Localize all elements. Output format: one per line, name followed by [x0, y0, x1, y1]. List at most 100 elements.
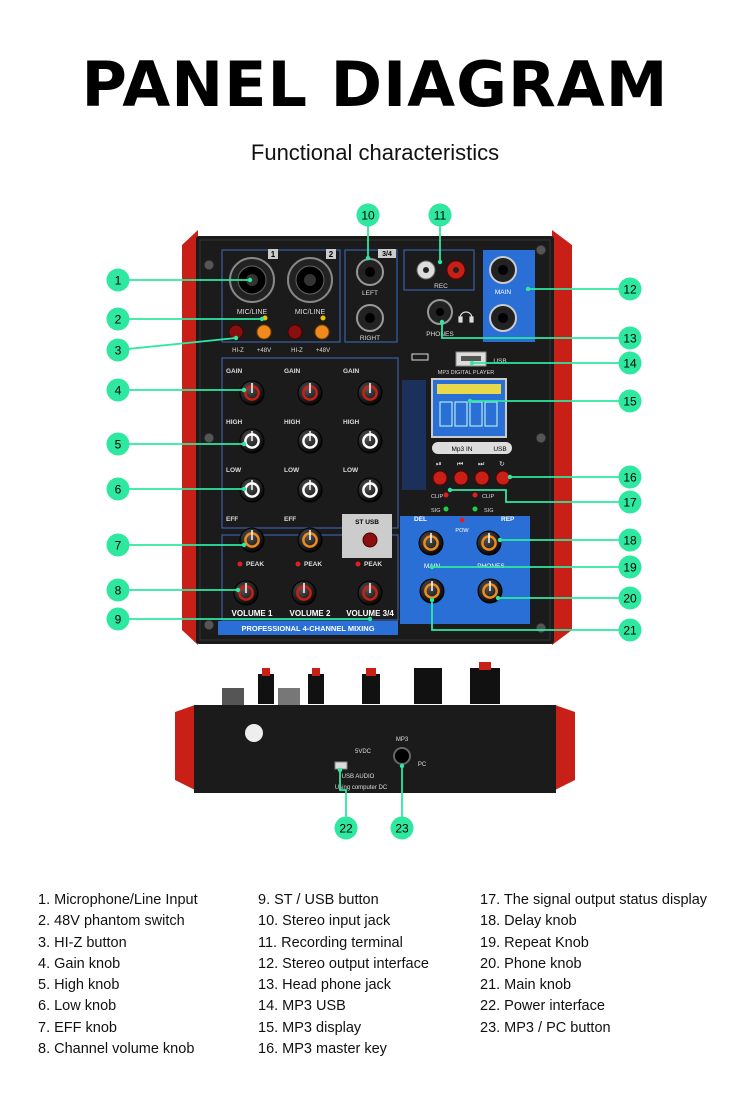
gain-knob[interactable]	[239, 380, 265, 406]
peak-label: PEAK	[304, 561, 322, 568]
back-mp3-label: MP3	[396, 737, 409, 743]
legend-item: 7. EFF knob	[38, 1019, 117, 1036]
callout-number: 13	[623, 332, 637, 346]
low-knob[interactable]	[357, 477, 383, 503]
main-output-jack-left[interactable]	[489, 256, 517, 284]
mp3-play-pause-button[interactable]	[432, 470, 448, 486]
callout-number: 3	[115, 344, 122, 358]
usb-label: USB	[493, 358, 506, 365]
back-5vdc-label: 5VDC	[355, 749, 372, 755]
callout-marker: 21	[429, 597, 642, 642]
callout-number: 6	[115, 483, 122, 497]
legend-item: 19. Repeat Knob	[480, 934, 589, 951]
power-led	[459, 517, 465, 523]
phantom-48v-button[interactable]	[256, 324, 272, 340]
mp3-in-label: Mp3 IN	[452, 446, 473, 453]
callout-marker: 5	[106, 432, 247, 456]
callout-marker: 9	[106, 607, 373, 631]
page-title: PANEL DIAGRAM	[81, 48, 669, 121]
eff-knob[interactable]	[297, 527, 323, 553]
mp3-repeat-button[interactable]	[495, 470, 511, 486]
low-label: LOW	[343, 467, 359, 474]
phones-knob[interactable]	[477, 578, 503, 604]
sig-led	[443, 506, 449, 512]
main-output-jack-right[interactable]	[489, 304, 517, 332]
headphone-jack[interactable]	[427, 299, 453, 325]
legend-item: 1. Microphone/Line Input	[38, 892, 198, 908]
mp3-next-button[interactable]	[474, 470, 490, 486]
mic-line-label: MIC/LINE	[295, 309, 326, 316]
svg-text:⏯: ⏯	[436, 460, 442, 468]
usb-icon	[411, 353, 429, 361]
gain-label: GAIN	[226, 368, 243, 375]
clip-led	[472, 492, 478, 498]
callout-number: 10	[361, 209, 375, 223]
legend-item: 21. Main knob	[480, 977, 572, 994]
legend-item: 13. Head phone jack	[258, 977, 392, 994]
legend-item: 5. High knob	[38, 977, 120, 994]
volume-knob[interactable]	[357, 580, 383, 606]
legend-item: 20. Phone knob	[480, 955, 582, 972]
hi-z-label: HI-Z	[291, 348, 303, 354]
phantom-48v-button[interactable]	[314, 324, 330, 340]
eff-label: EFF	[226, 516, 238, 523]
callout-number: 14	[623, 357, 637, 371]
legend-item: 12. Stereo output interface	[258, 955, 429, 972]
phones-label: PHONES	[426, 331, 454, 338]
legend-item: 16. MP3 master key	[258, 1041, 387, 1058]
eff-knob[interactable]	[239, 527, 265, 553]
gain-knob[interactable]	[297, 380, 323, 406]
callout-marker: 12	[525, 277, 642, 301]
stereo-input-jack-left[interactable]	[356, 258, 384, 286]
rec-rca-jack-red[interactable]	[446, 260, 466, 280]
low-knob[interactable]	[297, 477, 323, 503]
callout-number: 21	[623, 624, 637, 638]
high-knob[interactable]	[239, 428, 265, 454]
callout-marker: 14	[469, 351, 642, 375]
svg-text:↻: ↻	[499, 460, 505, 468]
high-knob[interactable]	[297, 428, 323, 454]
volume-1-label: VOLUME 1	[232, 609, 273, 618]
panel-footer-text: PROFESSIONAL 4-CHANNEL MIXING	[241, 624, 374, 633]
back-computer-label: Using computer DC	[335, 785, 388, 791]
mp3-pc-button[interactable]	[393, 747, 411, 765]
clip-label: CLIP	[431, 494, 444, 500]
knob-group	[233, 380, 503, 606]
back-usb-audio-label: USB AUDIO	[342, 774, 375, 780]
callout-marker: 16	[507, 465, 642, 489]
gain-knob[interactable]	[357, 380, 383, 406]
volume-knob[interactable]	[233, 580, 259, 606]
st-usb-button[interactable]	[362, 532, 378, 548]
left-label: LEFT	[362, 290, 378, 297]
mp3-previous-button[interactable]	[453, 470, 469, 486]
callout-number: 9	[115, 613, 122, 627]
back-pc-label: PC	[418, 762, 427, 768]
callout-number: 19	[623, 561, 637, 575]
callout-number: 4	[115, 384, 122, 398]
hi-z-label: HI-Z	[232, 348, 244, 354]
power-usb-port[interactable]	[334, 761, 348, 770]
legend-item: 14. MP3 USB	[258, 998, 346, 1015]
right-label: RIGHT	[360, 335, 380, 342]
gain-label: GAIN	[284, 368, 301, 375]
delay-knob[interactable]	[418, 530, 444, 556]
stereo-input-jack-right[interactable]	[356, 304, 384, 332]
main-label: MAIN	[495, 289, 512, 296]
mp3-in-badge: Mp3 IN USB	[432, 442, 512, 454]
high-label: HIGH	[343, 419, 360, 426]
rec-label: REC	[434, 283, 448, 290]
led-indicator	[320, 315, 326, 321]
rec-rca-jack-white[interactable]	[416, 260, 436, 280]
mixer-diagram: 1 2 MIC/LINE MIC/LINE HI-Z +48V HI-Z +48…	[106, 203, 642, 840]
master-section-panel	[400, 516, 530, 624]
repeat-knob[interactable]	[476, 530, 502, 556]
gain-label: GAIN	[343, 368, 360, 375]
legend-item: 9. ST / USB button	[258, 892, 379, 908]
xlr-combo-jack[interactable]	[287, 257, 333, 303]
low-label: LOW	[226, 467, 242, 474]
high-knob[interactable]	[357, 428, 383, 454]
legend-item: 8. Channel volume knob	[38, 1041, 195, 1058]
hi-z-button[interactable]	[287, 324, 303, 340]
volume-knob[interactable]	[291, 580, 317, 606]
legend-item: 15. MP3 display	[258, 1019, 362, 1036]
